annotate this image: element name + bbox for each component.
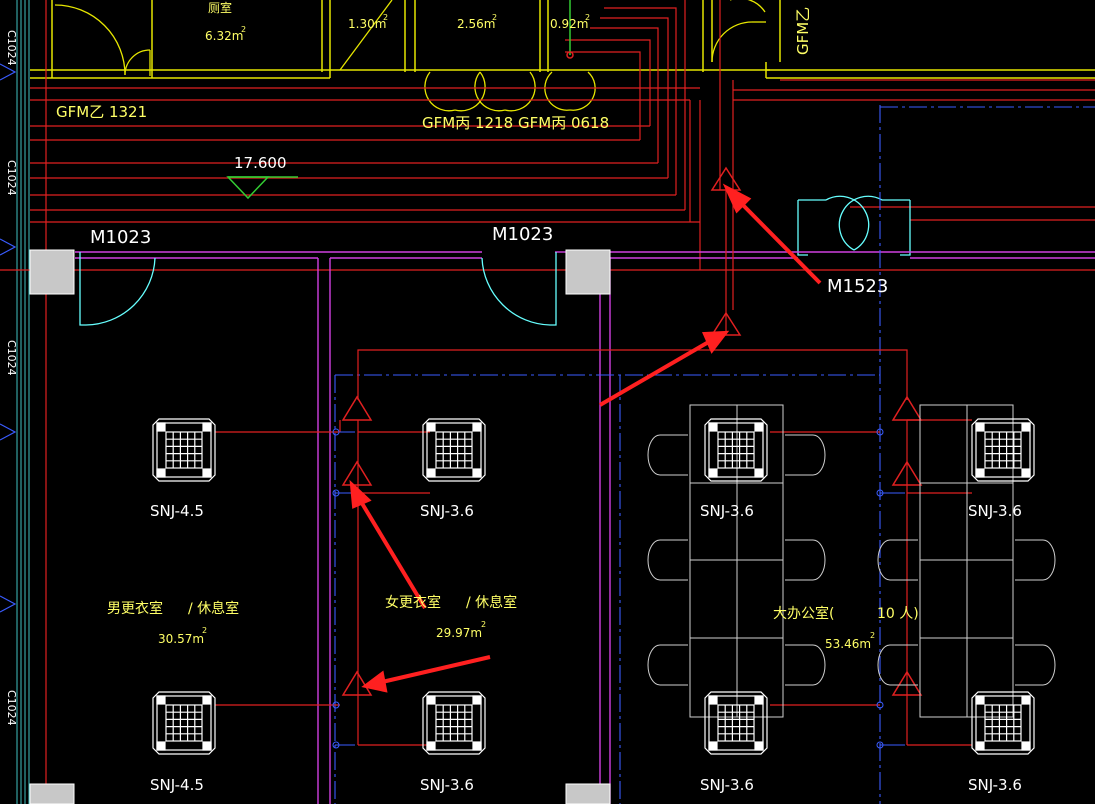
room-name: 厕室	[208, 0, 232, 15]
axis-label: C1024	[5, 690, 18, 726]
annotation-arrow	[736, 198, 822, 285]
area-superscript: 2	[481, 620, 486, 629]
chairs	[647, 434, 1056, 686]
valve-marker	[891, 460, 923, 486]
valve-marker	[710, 311, 742, 336]
room-name-suffix: / 休息室	[188, 600, 239, 617]
column	[565, 249, 611, 295]
room-area: 2.56m	[457, 17, 495, 31]
area-superscript: 2	[383, 13, 388, 22]
room-occupancy: 10 人)	[877, 606, 919, 622]
room-name-suffix: / 休息室	[466, 594, 517, 611]
door-label: M1023	[492, 224, 553, 245]
room-area: 53.46m	[825, 637, 871, 651]
room-area: 1.30m	[348, 17, 386, 31]
unit-label: SNJ-3.6	[420, 776, 474, 794]
unit-label: SNJ-4.5	[150, 776, 204, 794]
door-label: M1023	[90, 227, 151, 248]
left-blue-ticks	[0, 63, 17, 613]
ac-cassette-icon	[704, 418, 768, 482]
upper-door-swings	[54, 0, 766, 112]
valve-marker	[341, 460, 373, 486]
column	[29, 783, 75, 804]
room-area: 30.57m	[158, 632, 204, 646]
elevation-label: 17.600	[234, 154, 287, 172]
return-connectors	[332, 428, 905, 749]
ac-cassette-icon	[152, 691, 216, 755]
room-area: 0.92m	[550, 17, 588, 31]
fire-door-label: GFM丙 0618	[518, 114, 609, 132]
ac-cassette-icon	[971, 691, 1035, 755]
structural-columns	[29, 249, 611, 804]
area-superscript: 2	[870, 631, 875, 640]
valve-marker	[341, 670, 373, 696]
fire-door-label: GFM丙 1218	[422, 114, 513, 132]
axis-lines	[334, 105, 1095, 804]
m1523-door	[797, 195, 911, 256]
annotation-arrow	[358, 498, 427, 610]
room-area: 29.97m	[436, 626, 482, 640]
fire-door-label: GFM乙	[794, 7, 812, 55]
axis-label: C1024	[5, 160, 18, 196]
m1023-doors	[79, 252, 557, 326]
fire-door-label: GFM乙 1321	[56, 103, 147, 121]
door-label: M1523	[827, 276, 888, 297]
green-pipe	[566, 0, 574, 59]
unit-label: SNJ-3.6	[420, 502, 474, 520]
room-name: 男更衣室	[107, 600, 163, 617]
unit-label: SNJ-3.6	[700, 776, 754, 794]
main-partitions	[75, 251, 1095, 804]
valve-marker	[891, 670, 923, 696]
room-area: 6.32m	[205, 29, 243, 43]
area-superscript: 2	[492, 13, 497, 22]
axis-label: C1024	[5, 30, 18, 66]
unit-label: SNJ-3.6	[700, 502, 754, 520]
axis-label: C1024	[5, 340, 18, 376]
upper-room-walls	[30, 0, 1095, 79]
unit-label: SNJ-3.6	[968, 776, 1022, 794]
column	[29, 249, 75, 295]
room-name: 女更衣室	[385, 594, 441, 611]
unit-label: SNJ-3.6	[968, 502, 1022, 520]
area-superscript: 2	[202, 626, 207, 635]
unit-label: SNJ-4.5	[150, 502, 204, 520]
ac-units	[152, 418, 1035, 755]
ac-cassette-icon	[422, 691, 486, 755]
elevation-marker	[226, 176, 298, 200]
ac-cassette-icon	[704, 691, 768, 755]
office-furniture	[647, 404, 1056, 718]
area-superscript: 2	[241, 25, 246, 34]
valve-marker	[341, 395, 373, 421]
area-superscript: 2	[585, 13, 590, 22]
left-window-strip	[16, 0, 30, 804]
ac-cassette-icon	[422, 418, 486, 482]
valve-marker	[891, 395, 923, 421]
ac-cassette-icon	[152, 418, 216, 482]
ac-cassette-icon	[971, 418, 1035, 482]
annotation-arrow	[381, 655, 491, 684]
annotation-arrow	[598, 338, 714, 407]
room-name: 大办公室(	[773, 605, 834, 622]
left-axis-labels: C1024 C1024 C1024 C1024	[5, 30, 18, 726]
annotation-arrows	[349, 183, 822, 693]
column	[565, 783, 611, 804]
